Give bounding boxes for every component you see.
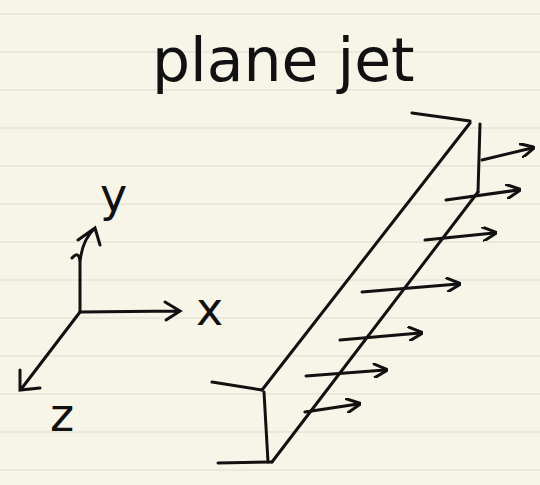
title: plane jet — [152, 30, 415, 90]
axis-label: z — [50, 392, 74, 438]
ruled-lines — [0, 14, 540, 470]
velocity-arrows — [305, 148, 532, 412]
jet-slab — [212, 113, 480, 463]
axis-label: x — [196, 286, 223, 332]
axes — [20, 228, 180, 390]
axis-label: y — [100, 172, 127, 218]
